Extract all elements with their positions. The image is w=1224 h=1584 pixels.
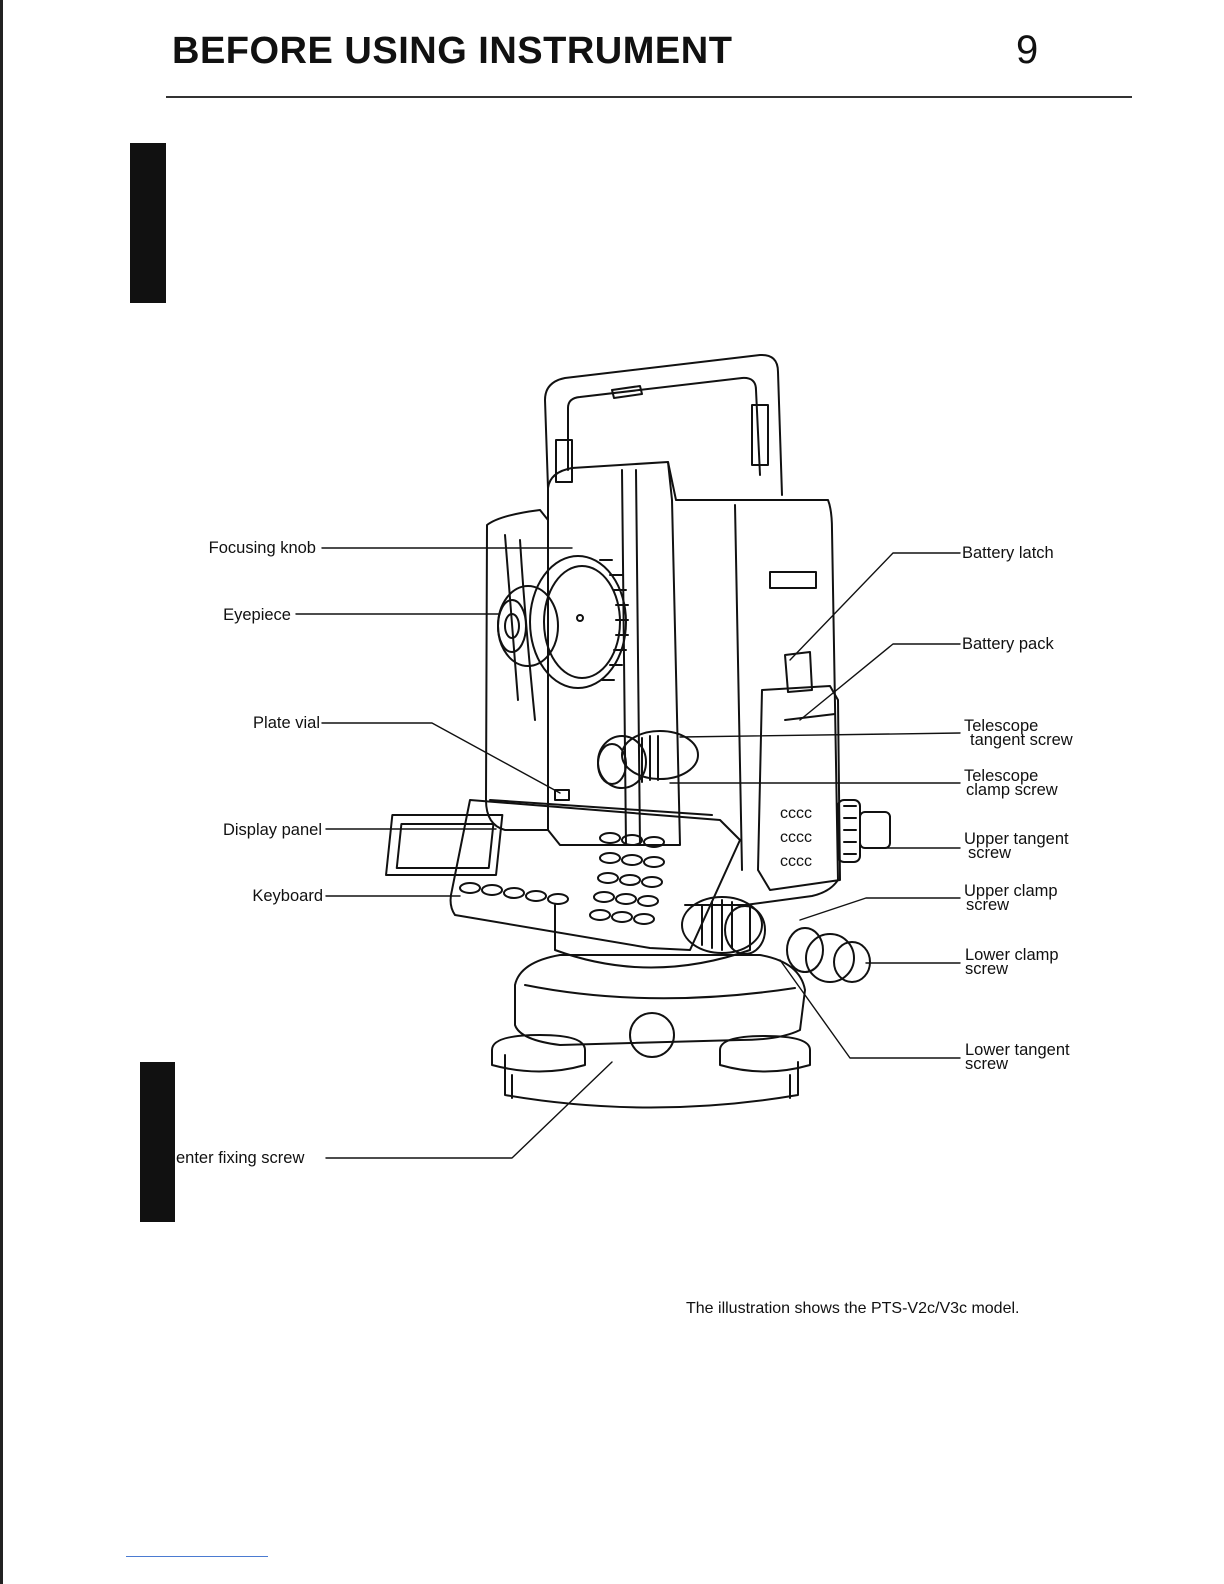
header-rule	[166, 96, 1132, 98]
label-plate-vial: Plate vial	[253, 714, 320, 732]
label-upper-clamp-screw-line2: screw	[966, 896, 1010, 914]
telescope-tangent-screw-drawing	[597, 730, 699, 789]
label-lower-tangent-screw-line1: Lower tangent	[965, 1041, 1070, 1059]
label-lower-clamp-screw-line2: screw	[965, 960, 1009, 978]
battery-pack-drawing: cccc cccc cccc	[757, 651, 841, 891]
svg-text:cccc: cccc	[780, 805, 812, 822]
label-telescope-clamp-screw-line1: Telescope	[964, 767, 1039, 785]
lower-clamp-screw-drawing	[786, 927, 871, 983]
tribrach-base	[491, 904, 811, 1109]
label-lower-clamp-screw: Lower clamp screw	[965, 946, 1059, 978]
carrying-handle	[544, 353, 783, 496]
label-upper-clamp-screw-line1: Upper clamp	[964, 882, 1058, 900]
label-telescope-tangent-screw-line1: Telescope	[964, 717, 1039, 735]
page-title: BEFORE USING INSTRUMENT	[172, 30, 733, 72]
focusing-knob-eyepiece	[497, 555, 629, 689]
label-center-fixing-screw: enter fixing screw	[176, 1149, 305, 1167]
section-tab-marker-bottom	[140, 1062, 175, 1222]
label-upper-tangent-screw: Upper tangent screw	[964, 830, 1069, 862]
label-lower-clamp-screw-line1: Lower clamp	[965, 946, 1059, 964]
label-lower-tangent-screw: Lower tangent screw	[965, 1041, 1070, 1073]
label-telescope-tangent-screw: Telescope tangent screw	[964, 717, 1073, 749]
svg-text:cccc: cccc	[780, 829, 812, 846]
label-upper-tangent-screw-line1: Upper tangent	[964, 830, 1069, 848]
display-keyboard-housing	[385, 789, 741, 951]
label-upper-clamp-screw: Upper clamp screw	[964, 882, 1058, 914]
label-telescope-clamp-screw-line2: clamp screw	[966, 781, 1058, 799]
label-eyepiece: Eyepiece	[223, 606, 291, 624]
svg-text:cccc: cccc	[780, 853, 812, 870]
instrument-body	[485, 461, 839, 906]
section-tab-marker-top	[130, 143, 166, 303]
label-display-panel: Display panel	[222, 821, 322, 839]
label-battery-pack: Battery pack	[962, 635, 1054, 653]
illustration-caption: The illustration shows the PTS-V2c/V3c m…	[686, 1300, 1020, 1317]
upper-tangent-screw-drawing	[837, 799, 891, 863]
page-number: 9	[1016, 28, 1039, 72]
label-keyboard: Keyboard	[252, 887, 323, 905]
bottom-rule	[126, 1556, 268, 1557]
leader-lines	[295, 547, 961, 1159]
label-upper-tangent-screw-line2: screw	[968, 844, 1012, 862]
page-edge	[0, 0, 3, 1584]
label-focusing-knob: Focusing knob	[208, 539, 316, 557]
label-telescope-clamp-screw: Telescope clamp screw	[964, 767, 1058, 799]
label-lower-tangent-screw-line2: screw	[965, 1055, 1009, 1073]
label-telescope-tangent-screw-line2: tangent screw	[970, 731, 1073, 749]
label-battery-latch: Battery latch	[962, 544, 1054, 562]
